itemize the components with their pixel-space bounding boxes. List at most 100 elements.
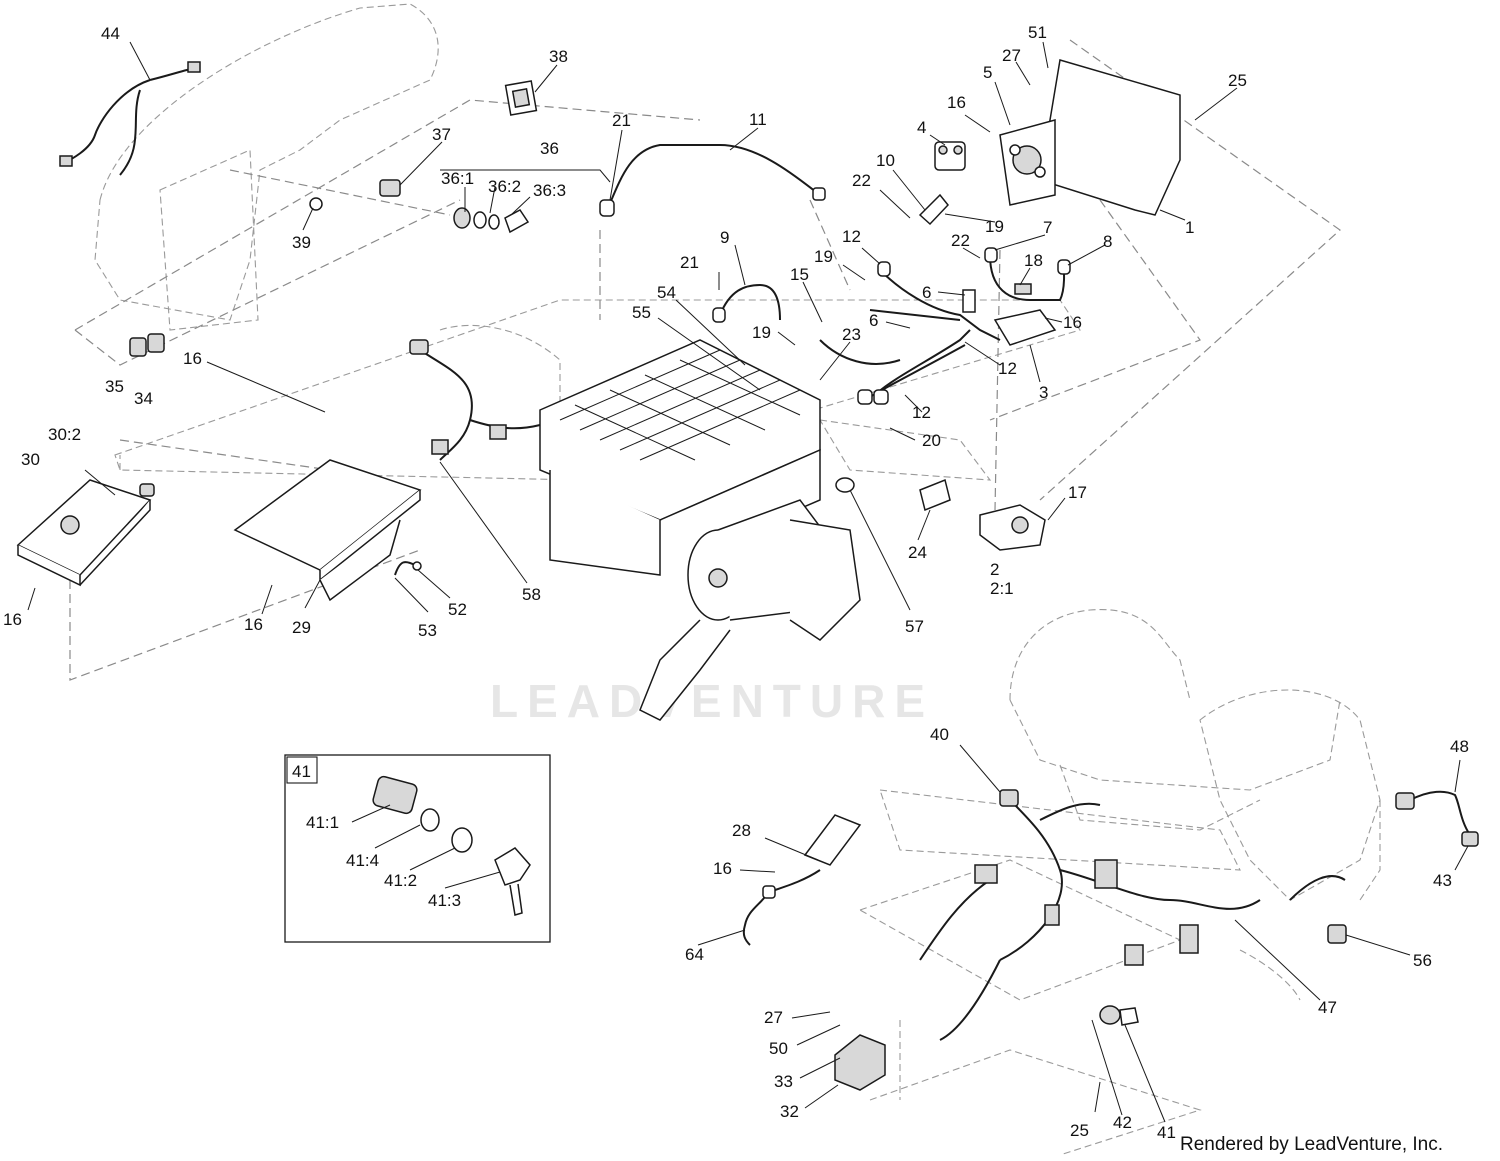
footer-credit: Rendered by LeadVenture, Inc. (1180, 1134, 1443, 1155)
assembly-lines (69, 39, 1341, 681)
key-switch-36 (229, 169, 530, 234)
callout-35: 35 (105, 377, 124, 396)
horn-32 (834, 1034, 886, 1091)
callout-6a: 6 (922, 283, 931, 302)
callout-2: 2 (990, 560, 999, 579)
callout-53: 53 (418, 621, 437, 640)
callout-2-1: 2:1 (990, 579, 1014, 598)
switch-plate-38 (504, 80, 538, 116)
callout-56: 56 (1413, 951, 1432, 970)
callout-3: 3 (1039, 383, 1048, 402)
callout-1: 1 (1185, 218, 1194, 237)
callout-12b: 12 (998, 359, 1017, 378)
callout-25a: 25 (1228, 71, 1247, 90)
leader-lines (27, 41, 1469, 1123)
callout-28: 28 (732, 821, 751, 840)
callout-43: 43 (1433, 871, 1452, 890)
callout-16a: 16 (947, 93, 966, 112)
callout-19c: 19 (752, 323, 771, 342)
callout-42: 42 (1113, 1113, 1132, 1132)
callout-labels: 44 38 37 36 36:1 36:2 36:3 39 21 11 51 2… (3, 23, 1469, 1142)
solenoid-2 (979, 504, 1046, 551)
cable-bundle-12 (819, 261, 1001, 405)
callout-7: 7 (1043, 218, 1052, 237)
inset-title: 41 (292, 762, 311, 781)
callout-47: 47 (1318, 998, 1337, 1017)
callout-23: 23 (842, 325, 861, 344)
controller-bracket-1 (999, 59, 1181, 216)
callout-9: 9 (720, 228, 729, 247)
callout-4: 4 (917, 118, 926, 137)
callout-55: 55 (632, 303, 651, 322)
callout-41-2: 41:2 (384, 871, 417, 890)
callout-12c: 12 (912, 403, 931, 422)
callout-41-4: 41:4 (346, 851, 379, 870)
callout-34: 34 (134, 389, 153, 408)
battery-pack (539, 339, 821, 576)
callout-44: 44 (101, 24, 120, 43)
callout-30: 30 (21, 450, 40, 469)
wire-harness-44 (59, 61, 201, 176)
callout-21a: 21 (612, 111, 631, 130)
cable-11 (599, 144, 826, 217)
callout-19a: 19 (985, 217, 1004, 236)
callout-36-1: 36:1 (441, 169, 474, 188)
callout-6b: 6 (869, 311, 878, 330)
callout-36-3: 36:3 (533, 181, 566, 200)
callout-48: 48 (1450, 737, 1469, 756)
callout-32: 32 (780, 1102, 799, 1121)
callout-16d: 16 (3, 610, 22, 629)
callout-18: 18 (1024, 251, 1043, 270)
callout-24: 24 (908, 543, 927, 562)
callout-36-2: 36:2 (488, 177, 521, 196)
callout-30-2: 30:2 (48, 425, 81, 444)
callout-16c: 16 (183, 349, 202, 368)
harness-48 (1395, 790, 1479, 847)
drive-motor (639, 499, 861, 721)
terminal-10 (918, 193, 949, 226)
callout-10: 10 (876, 151, 895, 170)
solenoid-4 (934, 141, 966, 171)
main-harness (919, 799, 1261, 1041)
callout-25b: 25 (1070, 1121, 1089, 1140)
callout-22a: 22 (852, 171, 871, 190)
callout-52: 52 (448, 600, 467, 619)
o-ring-57 (835, 477, 855, 493)
sensor-52 (394, 561, 422, 576)
callout-12a: 12 (842, 227, 861, 246)
seat-frame-ghost (858, 609, 1381, 1156)
callout-33: 33 (774, 1072, 793, 1091)
callout-8: 8 (1103, 232, 1112, 251)
cable-end-64 (742, 885, 776, 946)
mount-plate-29 (233, 459, 422, 602)
callout-19b: 19 (814, 247, 833, 266)
callout-57: 57 (905, 617, 924, 636)
callout-29: 29 (292, 618, 311, 637)
cable-9 (712, 283, 781, 323)
connector-40 (999, 789, 1019, 807)
callout-41-1: 41:1 (306, 813, 339, 832)
callout-16e: 16 (244, 615, 263, 634)
wire-harness-58 (409, 339, 541, 461)
frame-ghost-outlines (94, 3, 1081, 481)
bracket-24 (919, 478, 951, 512)
callout-5: 5 (983, 63, 992, 82)
callout-21b: 21 (680, 253, 699, 272)
callout-22b: 22 (951, 231, 970, 250)
callout-20: 20 (922, 431, 941, 450)
callout-11: 11 (749, 110, 767, 129)
key-switch-41 (1099, 1005, 1139, 1026)
callout-39: 39 (292, 233, 311, 252)
callout-64: 64 (685, 945, 704, 964)
callout-16f: 16 (713, 859, 732, 878)
callout-41-3: 41:3 (428, 891, 461, 910)
callout-36: 36 (540, 139, 559, 158)
callout-58: 58 (522, 585, 541, 604)
switches-34-35 (129, 333, 165, 357)
callout-27b: 27 (764, 1008, 783, 1027)
callout-27a: 27 (1002, 46, 1021, 65)
callout-16b: 16 (1063, 313, 1082, 332)
charger-30 (16, 479, 155, 587)
board-28 (774, 814, 862, 891)
